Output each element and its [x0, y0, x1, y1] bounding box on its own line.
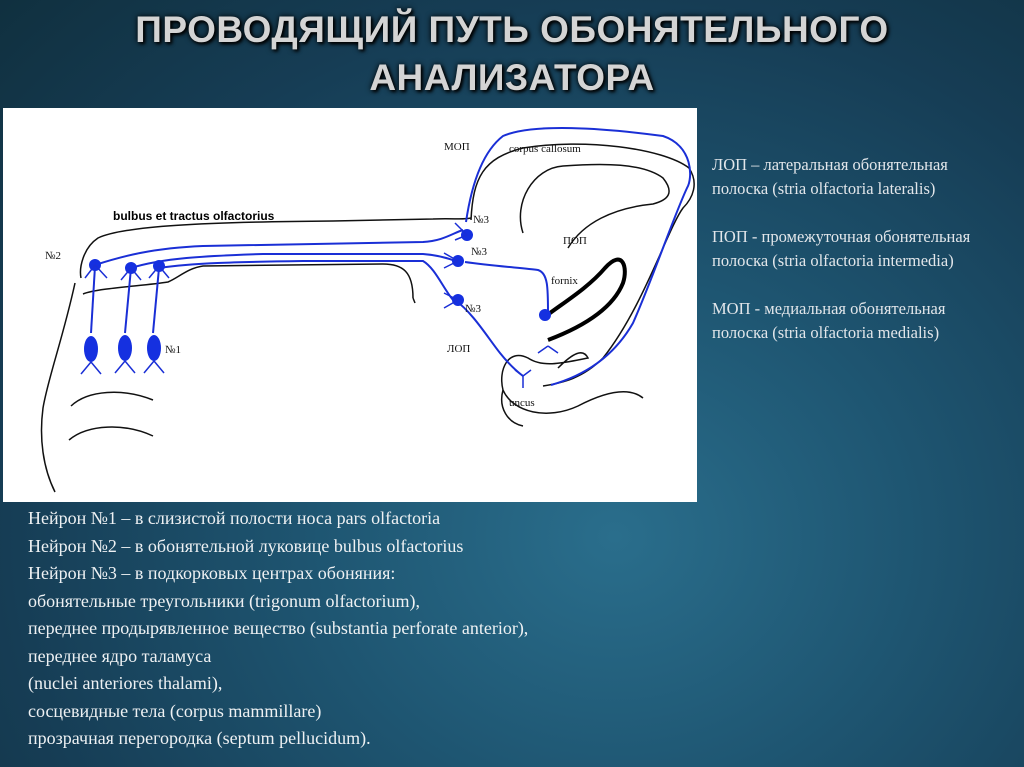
neuron-line: Нейрон №1 – в слизистой полости носа par…: [28, 508, 441, 528]
neuron-line: Нейрон №3 – в подкорковых центрах обонян…: [28, 563, 396, 583]
neuron-line: сосцевидные тела (corpus mammillare): [28, 700, 322, 721]
fork-pop-end: [537, 345, 559, 354]
olfactory-pathway-diagram: bulbus et tractus olfactorius №2 №1 №3 №…: [3, 108, 697, 502]
fork-uncus: [514, 369, 532, 388]
neuron1-dendrite-a: [90, 265, 96, 334]
fork-neuron1-b: [114, 360, 136, 374]
corpus-callosum-outline: [470, 143, 695, 387]
label-bulbus: bulbus et tractus olfactorius: [113, 209, 275, 223]
fork-neuron3-mid: [443, 252, 459, 269]
fork-neuron2-1: [84, 264, 108, 279]
legend-pop: ПОП - промежуточная обонятельная полоска…: [712, 227, 971, 270]
legend-mop: МОП - медиальная обонятельная полоска (s…: [712, 299, 946, 342]
legend-lop: ЛОП – латеральная обонятельная полоска (…: [712, 155, 948, 198]
neuron-description: Нейрон №1 – в слизистой полости носа par…: [28, 505, 728, 753]
neuron1-dendrite-b: [124, 267, 132, 334]
label-pop: ПОП: [563, 235, 587, 247]
label-neuron3-mid: №3: [471, 246, 487, 258]
neuron1-body-3: [147, 335, 161, 361]
label-neuron1: №1: [165, 344, 181, 356]
fork-neuron3-top: [454, 222, 468, 241]
neuron-line: переднее ядро таламуса: [28, 645, 212, 666]
label-fornix: fornix: [551, 275, 578, 287]
fork-neuron3-bottom: [443, 292, 459, 309]
fork-neuron2-2: [120, 267, 142, 281]
neuron-line: (nuclei anteriores thalami),: [28, 673, 223, 693]
uncus-outline: [501, 352, 644, 414]
neuron-line: переднее продырявленное вещество (substa…: [28, 618, 529, 638]
bulb-lower-outline: [82, 263, 414, 299]
tract-lower-line: [412, 297, 416, 304]
label-mop: МОП: [444, 141, 470, 153]
neuron1-dendrite-c: [152, 267, 160, 334]
fork-neuron1-c: [143, 360, 165, 374]
pathway-upper: [94, 229, 464, 266]
fork-neuron2-3: [148, 265, 170, 279]
turbinate-upper: [70, 391, 154, 407]
fornix-curve: [544, 257, 627, 342]
mop-pathway: [465, 127, 692, 386]
label-corpus-callosum: corpus callosum: [509, 143, 581, 155]
callosum-inner-outline: [519, 163, 670, 249]
page-title: ПРОВОДЯЩИЙ ПУТЬ ОБОНЯТЕЛЬНОГО АНАЛИЗАТОР…: [0, 6, 1024, 102]
neuron1-body-2: [118, 335, 132, 361]
neuron-line: обонятельные треугольники (trigonum olfa…: [28, 590, 420, 611]
neuron-line: прозрачная перегородка (septum pellucidu…: [28, 728, 371, 748]
label-neuron3-top: №3: [473, 214, 489, 226]
label-lop: ЛОП: [447, 343, 470, 355]
dendrite-forks: [80, 222, 559, 388]
pop-pathway: [464, 261, 549, 314]
nose-outline: [79, 217, 472, 279]
turbinate-lower: [68, 426, 154, 441]
label-uncus: uncus: [509, 397, 535, 409]
fork-neuron1-a: [80, 361, 102, 375]
title-line-2: АНАЛИЗАТОРА: [369, 57, 655, 98]
anatomy-outlines: [40, 143, 695, 493]
neuron1-body-1: [84, 336, 98, 362]
diagram-svg: bulbus et tractus olfactorius №2 №1 №3 №…: [40, 127, 695, 493]
face-outline: [40, 282, 76, 493]
title-line-1: ПРОВОДЯЩИЙ ПУТЬ ОБОНЯТЕЛЬНОГО: [135, 9, 889, 50]
brainstem-outline: [501, 389, 524, 427]
label-neuron2: №2: [45, 250, 61, 262]
fornix-neuron-body: [539, 309, 551, 321]
neuron-line: Нейрон №2 – в обонятельной луковице bulb…: [28, 535, 464, 556]
abbreviation-legend: ЛОП – латеральная обонятельная полоска (…: [712, 153, 1024, 369]
pathway-lower: [158, 260, 454, 301]
label-neuron3-bottom: №3: [465, 303, 481, 315]
